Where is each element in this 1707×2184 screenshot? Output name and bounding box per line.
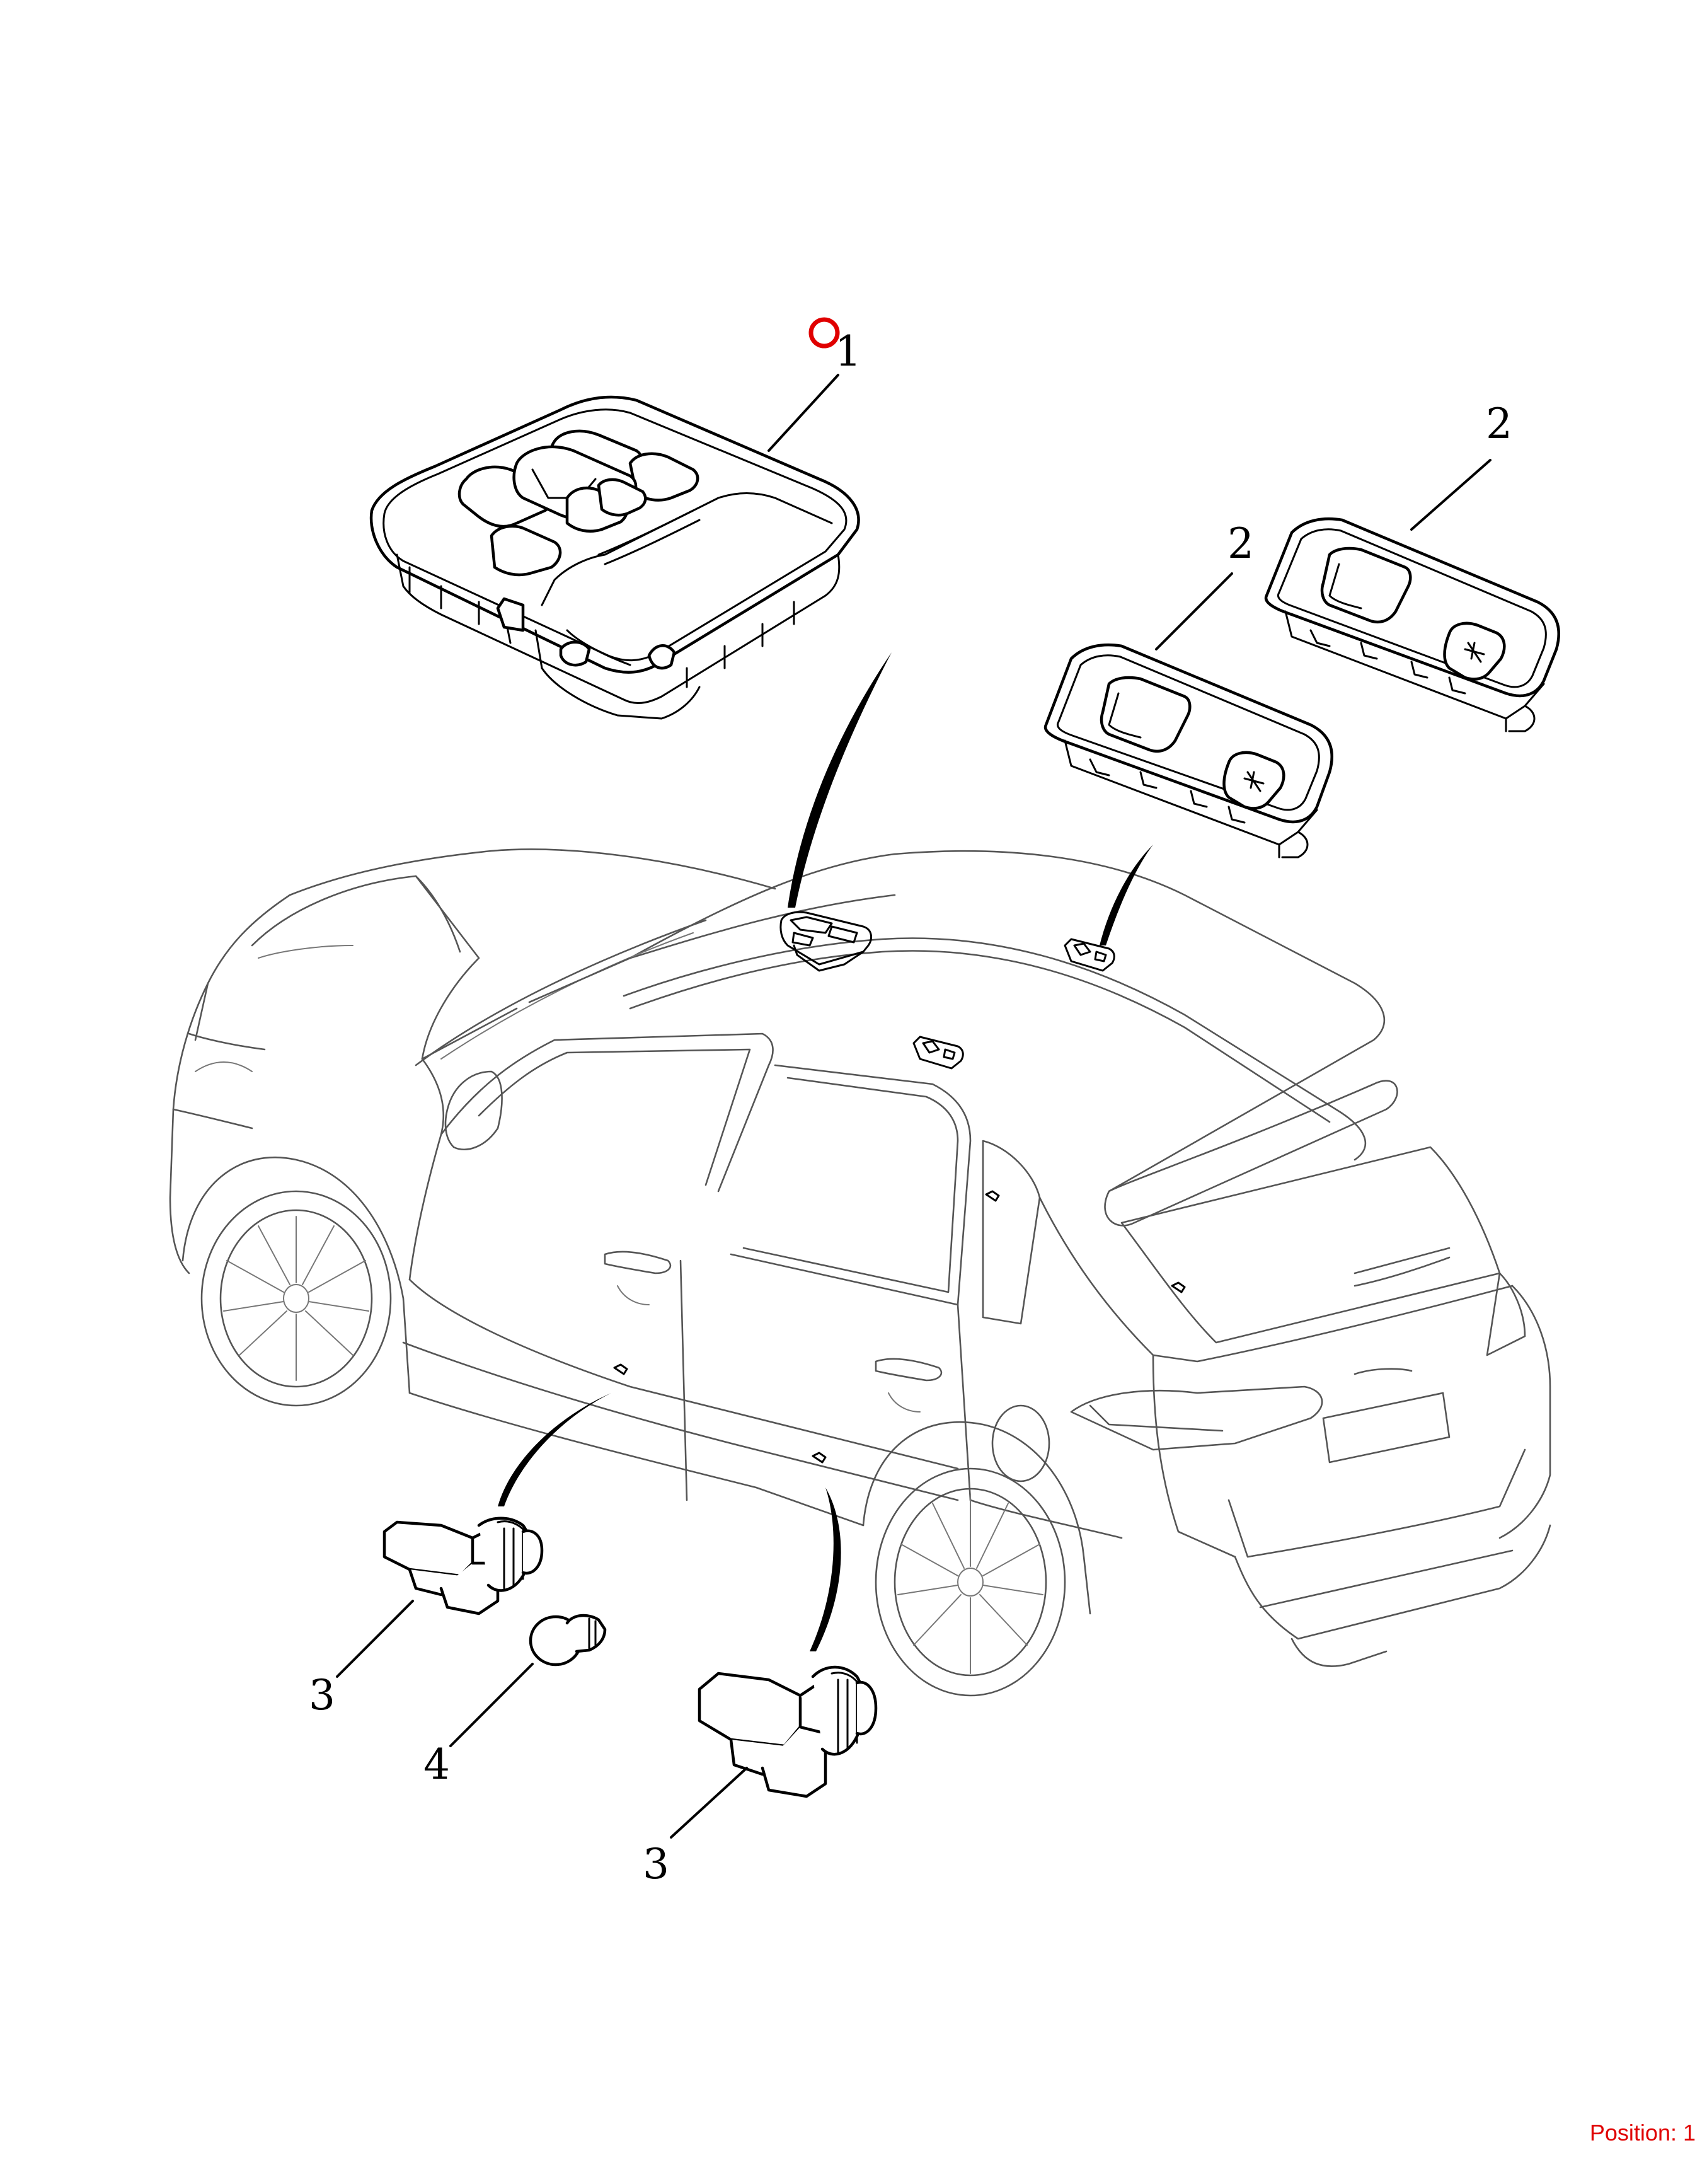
callout-3-left[interactable]: 3 xyxy=(309,1671,335,1719)
callout-2-lower[interactable]: 2 xyxy=(1227,519,1254,568)
callout-2-upper[interactable]: 2 xyxy=(1486,400,1512,448)
callout-3-right[interactable]: 3 xyxy=(643,1840,669,1888)
door-switch-right xyxy=(698,1665,878,1798)
roof-lamp-location-a xyxy=(1064,938,1115,972)
callout-4[interactable]: 4 xyxy=(423,1740,450,1789)
leader-swooshes xyxy=(498,652,1153,1651)
door-switch-left xyxy=(382,1517,544,1615)
roof-console-location xyxy=(779,911,872,972)
selected-callout-marker xyxy=(808,317,840,349)
door-switch-locations xyxy=(613,1190,1186,1464)
rear-reading-lamp-upper xyxy=(1264,517,1560,732)
rear-reading-lamp-lower xyxy=(1043,643,1333,858)
position-indicator: Position: 1 xyxy=(1589,2120,1696,2146)
roof-lamp-location-b xyxy=(912,1036,964,1070)
callout-leaders xyxy=(336,374,1491,1839)
bulb xyxy=(529,1614,607,1667)
vehicle-outline xyxy=(169,848,1551,1697)
callout-labels: 1 2 2 3 4 3 xyxy=(309,327,1512,1888)
front-overhead-console xyxy=(369,395,860,720)
